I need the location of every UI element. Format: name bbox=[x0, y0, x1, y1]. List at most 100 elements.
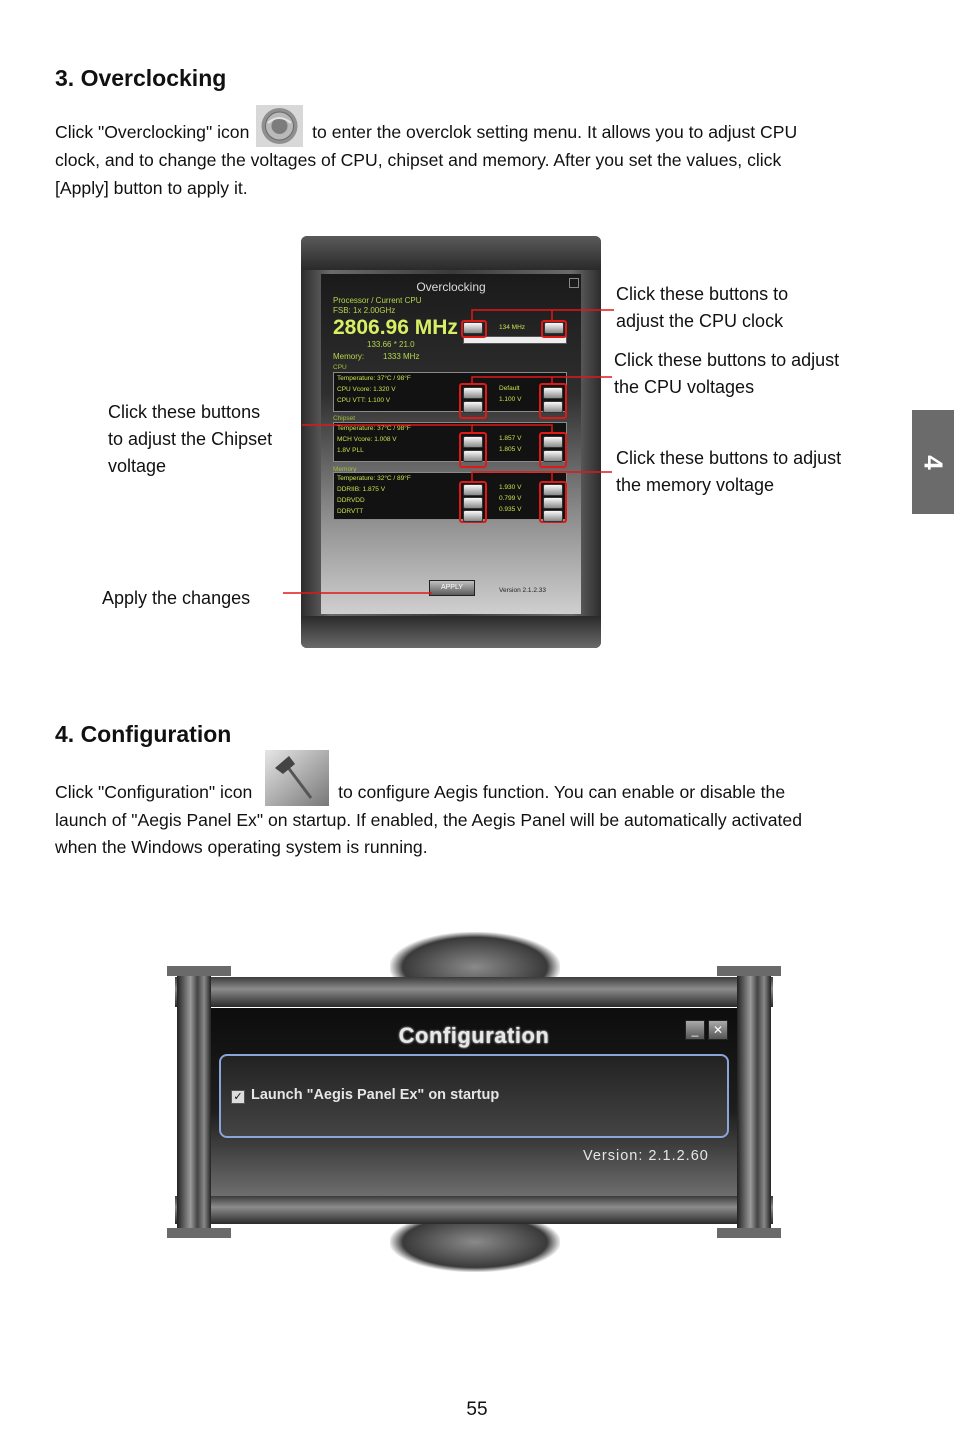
close-button[interactable]: ✕ bbox=[708, 1020, 728, 1040]
para-text: Click "Overclocking" icon bbox=[55, 122, 250, 142]
cpu-row: CPU VTT: 1.100 V bbox=[337, 397, 391, 404]
memory-row: DDRVDD bbox=[337, 497, 365, 504]
configuration-window: Configuration _ ✕ ✓ Launch "Aegis Panel … bbox=[165, 932, 783, 1272]
memory-value: 1333 MHz bbox=[383, 352, 420, 361]
freq-label: Processor / Current CPU bbox=[333, 296, 422, 305]
callout-line: to adjust the Chipset bbox=[108, 429, 273, 449]
callout-line: Click these buttons to bbox=[616, 284, 789, 304]
callout-memory: Click these buttons to adjust the memory… bbox=[616, 445, 841, 499]
close-icon[interactable] bbox=[569, 278, 579, 288]
options-box: ✓ Launch "Aegis Panel Ex" on startup bbox=[219, 1054, 729, 1138]
memory-section-label: Memory bbox=[333, 466, 357, 473]
callout-chipset: Click these buttons to adjust the Chipse… bbox=[108, 399, 272, 480]
chipset-voltage-increase-buttons[interactable] bbox=[539, 432, 567, 468]
cpu-clock-slider[interactable] bbox=[463, 336, 567, 344]
startup-checkbox-label[interactable]: Launch "Aegis Panel Ex" on startup bbox=[251, 1087, 500, 1103]
freq-sub: FSB: 1x 2.00GHz bbox=[333, 306, 396, 315]
para-text: to configure Aegis function. You can ena… bbox=[338, 782, 786, 802]
right-pillar bbox=[737, 970, 771, 1238]
cpu-clock-highlight bbox=[541, 320, 567, 338]
chipset-voltage-panel: Temperature: 37°C / 98°F MCH Vcore: 1.00… bbox=[333, 422, 567, 462]
minus-button[interactable] bbox=[463, 450, 483, 462]
callout-cpu-voltage: Click these buttons to adjust the CPU vo… bbox=[614, 347, 839, 401]
startup-checkbox[interactable]: ✓ bbox=[231, 1090, 245, 1104]
plus-button[interactable] bbox=[543, 436, 563, 448]
callout-apply: Apply the changes bbox=[102, 588, 251, 608]
apply-button[interactable]: APPLY bbox=[429, 580, 475, 596]
memory-voltage-value: 1.930 V bbox=[499, 484, 522, 491]
callout-line: Click these buttons to adjust bbox=[614, 350, 840, 370]
page-number: 55 bbox=[466, 1399, 488, 1420]
minus-button[interactable] bbox=[463, 436, 483, 448]
callout-line: Click these buttons bbox=[108, 402, 261, 422]
chipset-voltage-value: 1.857 V bbox=[499, 435, 522, 442]
cpu-section-label: CPU bbox=[333, 364, 347, 371]
plus-button[interactable] bbox=[543, 510, 563, 522]
bottom-frame-bar bbox=[175, 1196, 773, 1224]
callout-line: Click these buttons to adjust bbox=[616, 448, 842, 468]
cpu-frequency: 2806.96 MHz bbox=[333, 316, 458, 339]
left-capital bbox=[167, 966, 231, 976]
plus-button[interactable] bbox=[543, 387, 563, 399]
minus-button[interactable] bbox=[463, 510, 483, 522]
cpu-voltage-panel: Temperature: 37°C / 98°F CPU Vcore: 1.32… bbox=[333, 372, 567, 412]
minus-button[interactable] bbox=[463, 387, 483, 399]
chipset-temp: Temperature: 37°C / 98°F bbox=[337, 425, 411, 432]
left-base bbox=[167, 1228, 231, 1238]
para-text: when the Windows operating system is run… bbox=[55, 837, 428, 857]
para-text: [Apply] button to apply it. bbox=[55, 177, 248, 198]
callout-lines bbox=[283, 309, 614, 594]
memory-voltage-panel: Temperature: 32°C / 89°F DDRIIB: 1.875 V… bbox=[333, 472, 567, 520]
chipset-row: MCH Vcore: 1.008 V bbox=[337, 436, 397, 443]
cpu-temp: Temperature: 37°C / 98°F bbox=[337, 375, 411, 382]
overclocking-icon bbox=[256, 105, 304, 148]
overclocking-window: Overclocking Processor / Current CPU FSB… bbox=[301, 236, 601, 648]
configuration-icon bbox=[265, 750, 330, 807]
para-text: to enter the overclok setting menu. It a… bbox=[312, 122, 798, 142]
memory-voltage-decrease-buttons[interactable] bbox=[459, 481, 487, 523]
section-heading-configuration: 4. Configuration bbox=[55, 721, 232, 747]
section-heading-overclocking: 3. Overclocking bbox=[55, 65, 227, 91]
minimize-button[interactable]: _ bbox=[685, 1020, 705, 1040]
minus-button[interactable] bbox=[463, 401, 483, 413]
cpu-voltage-decrease-buttons[interactable] bbox=[459, 383, 487, 419]
right-capital bbox=[717, 966, 781, 976]
memory-voltage-value: 0.935 V bbox=[499, 506, 522, 513]
chipset-voltage-decrease-buttons[interactable] bbox=[459, 432, 487, 468]
window-top-ornament bbox=[301, 236, 601, 270]
cpu-clock-decrease-button[interactable] bbox=[463, 322, 483, 334]
chipset-row: 1.8V PLL bbox=[337, 447, 364, 454]
callout-line: the memory voltage bbox=[616, 475, 775, 495]
top-frame-bar bbox=[175, 977, 773, 1007]
memory-row: DDRVTT bbox=[337, 508, 364, 515]
para-text: clock, and to change the voltages of CPU… bbox=[55, 150, 782, 171]
configuration-screen: Configuration _ ✕ ✓ Launch "Aegis Panel … bbox=[211, 1008, 737, 1196]
callout-line: adjust the CPU clock bbox=[616, 311, 784, 331]
window-title: Configuration bbox=[398, 1023, 550, 1048]
right-base bbox=[717, 1228, 781, 1238]
memory-voltage-value: 0.799 V bbox=[499, 495, 522, 502]
plus-button[interactable] bbox=[543, 484, 563, 496]
minus-button[interactable] bbox=[463, 484, 483, 496]
cpu-voltage-increase-buttons[interactable] bbox=[539, 383, 567, 419]
cpu-voltage-value: 1.100 V bbox=[499, 396, 522, 403]
cpu-voltage-value: Default bbox=[499, 385, 520, 392]
ratio-text: 133.66 * 21.0 bbox=[367, 340, 415, 349]
chipset-voltage-value: 1.805 V bbox=[499, 446, 522, 453]
version-text: Version: 2.1.2.60 bbox=[583, 1148, 709, 1164]
minus-button[interactable] bbox=[463, 497, 483, 509]
cpu-clock-increase-button[interactable] bbox=[544, 322, 564, 334]
plus-button[interactable] bbox=[543, 450, 563, 462]
callout-line: voltage bbox=[108, 456, 167, 476]
plus-button[interactable] bbox=[543, 401, 563, 413]
memory-voltage-increase-buttons[interactable] bbox=[539, 481, 567, 523]
para-text: launch of "Aegis Panel Ex" on startup. I… bbox=[55, 809, 802, 830]
plus-button[interactable] bbox=[543, 497, 563, 509]
left-pillar bbox=[177, 970, 211, 1238]
chapter-number: 4 bbox=[918, 454, 949, 470]
configuration-paragraph: Click "Configuration" icon to configure … bbox=[55, 750, 915, 862]
window-bottom-ornament bbox=[301, 616, 601, 648]
overclocking-screen: Overclocking Processor / Current CPU FSB… bbox=[321, 274, 581, 614]
chapter-tab: 4 bbox=[912, 410, 954, 514]
memory-temp: Temperature: 32°C / 89°F bbox=[337, 475, 411, 482]
